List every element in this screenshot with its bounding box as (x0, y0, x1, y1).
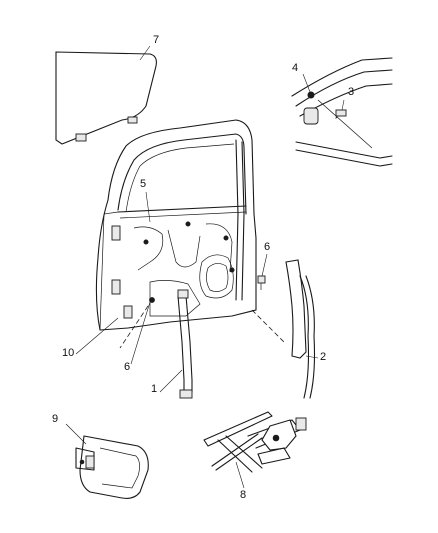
door-inner-panel (95, 119, 257, 331)
callout-window-regulator: 8 (240, 489, 247, 501)
dashed-alignment-line-lower (119, 305, 149, 349)
leader-lines (65, 45, 345, 489)
callout-regulator-bracket: 5 (140, 178, 147, 190)
inside-handle-part (75, 435, 149, 499)
bolt-right-part (257, 275, 266, 290)
callout-latch-handle: 9 (52, 413, 59, 425)
callout-glass: 7 (153, 34, 160, 46)
callout-bolt-top: 3 (348, 86, 355, 98)
callout-rear-run-channel: 2 (320, 351, 327, 363)
callout-front-run-channel: 1 (151, 383, 158, 395)
window-regulator-part (203, 411, 307, 473)
rear-run-channel-part (285, 259, 316, 399)
door-glass-part (55, 51, 157, 145)
callout-clip: 4 (292, 62, 299, 74)
front-run-channel-part (177, 289, 193, 399)
callout-bolt-right: 6 (264, 241, 271, 253)
inset-mirror-area (291, 57, 393, 167)
callout-door-inner: 10 (62, 347, 75, 359)
callout-bolt-lower: 6 (124, 361, 131, 373)
dashed-alignment-line (251, 309, 287, 345)
